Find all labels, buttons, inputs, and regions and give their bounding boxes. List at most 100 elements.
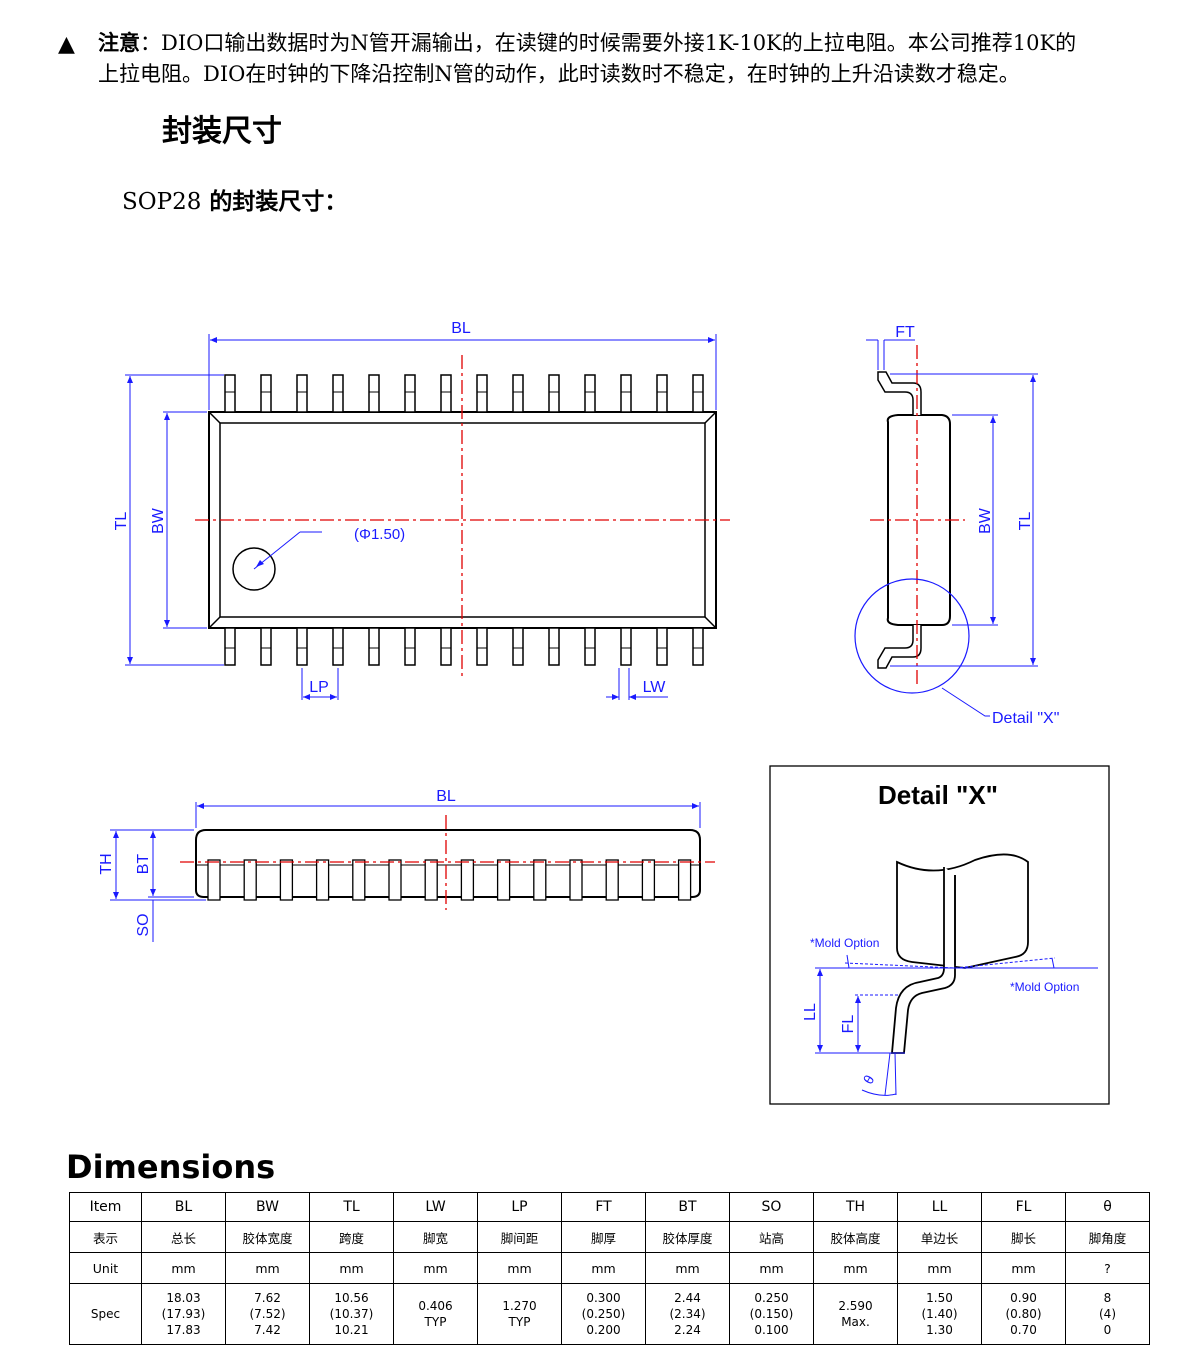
side-lead-bottom — [877, 625, 922, 669]
body-chamfer — [208, 616, 221, 629]
table-cell: mm — [981, 1252, 1066, 1284]
table-cell: ? — [1065, 1252, 1150, 1284]
table-cell: BW — [225, 1192, 310, 1222]
package-subtitle: SOP28 的封装尺寸： — [122, 182, 347, 216]
table-cell: 1.50 (1.40) 1.30 — [897, 1283, 982, 1345]
table-cell: mm — [645, 1252, 730, 1284]
front-lead — [207, 859, 221, 901]
table-cell: 脚长 — [981, 1221, 1066, 1253]
table-cell: 单边长 — [897, 1221, 982, 1253]
table-cell: SO — [729, 1192, 814, 1222]
warning-triangle-icon: ▲ — [58, 32, 75, 57]
pin-top — [368, 374, 380, 413]
detail-x-drawing — [769, 765, 1110, 1105]
arrow-head — [692, 803, 699, 809]
pin-top — [440, 374, 452, 413]
table-cell: 脚间距 — [477, 1221, 562, 1253]
table-cell: mm — [393, 1252, 478, 1284]
detail-lead — [891, 867, 956, 1054]
table-cell: FL — [981, 1192, 1066, 1222]
arrow-head — [164, 413, 170, 420]
front-lead — [496, 859, 511, 901]
table-cell: mm — [141, 1252, 226, 1284]
pin-top — [548, 374, 560, 413]
detail-title: Detail "X" — [878, 780, 998, 810]
row-label-cell: 表示 — [69, 1221, 142, 1253]
theta-arc — [861, 1089, 897, 1096]
detail-circle — [854, 578, 970, 694]
pin-bottom — [404, 627, 416, 666]
table-cell: 8 (4) 0 — [1065, 1283, 1150, 1345]
pin-bottom — [368, 627, 380, 666]
label-lp: LP — [309, 679, 329, 696]
table-cell: 0.90 (0.80) 0.70 — [981, 1283, 1066, 1345]
pin-bottom — [296, 627, 308, 666]
body-chamfer — [704, 616, 717, 629]
pin-top — [260, 374, 272, 413]
table-cell: TH — [813, 1192, 898, 1222]
arrow-head — [855, 1045, 861, 1052]
table-cell: 总长 — [141, 1221, 226, 1253]
pin-bottom — [656, 627, 668, 666]
pin-top — [656, 374, 668, 413]
table-cell: 胶体宽度 — [225, 1221, 310, 1253]
front-lead — [677, 859, 692, 901]
table-cell: LP — [477, 1192, 562, 1222]
pin-top — [584, 374, 596, 413]
detail-frame — [769, 765, 1110, 1105]
table-cell: 2.590 Max. — [813, 1283, 898, 1345]
body-chamfer — [704, 411, 717, 424]
arrow-head — [113, 892, 119, 899]
table-cell: FT — [561, 1192, 646, 1222]
front-lead — [569, 859, 583, 901]
table-cell: 10.56 (10.37) 10.21 — [309, 1283, 394, 1345]
arrow-head — [1030, 658, 1036, 665]
front-lead — [533, 859, 547, 901]
arrow-head — [990, 416, 996, 423]
arrow-head — [127, 376, 133, 383]
table-cell: 1.270 TYP — [477, 1283, 562, 1345]
arrow-head — [210, 337, 217, 343]
pin-top — [620, 374, 632, 413]
detail-leader — [941, 687, 990, 717]
top-view-drawing — [125, 334, 730, 700]
body-chamfer — [208, 411, 221, 424]
label-theta: θ — [860, 1072, 878, 1087]
table-cell: 站高 — [729, 1221, 814, 1253]
note-line-1: 注意：DIO口输出数据时为N管开漏输出，在读键的时候需要外接1K-10K的上拉电… — [98, 28, 1076, 59]
label-ft: FT — [895, 324, 915, 341]
pin-bottom — [548, 627, 560, 666]
arrow-head — [113, 831, 119, 838]
table-cell: 7.62 (7.52) 7.42 — [225, 1283, 310, 1345]
front-lead — [279, 859, 294, 901]
label-detail-ref: Detail "X" — [992, 710, 1059, 727]
label-bl-front: BL — [436, 788, 456, 805]
package-drawings: BL TL BW (Φ1.50) LP LW FT BW TL Detail "… — [98, 320, 1110, 1105]
table-cell: mm — [225, 1252, 310, 1284]
arrow-head — [164, 620, 170, 627]
front-view-drawing — [110, 802, 715, 942]
arrow-head — [256, 560, 264, 567]
arrow-head — [817, 969, 823, 976]
table-chinese-row: 表示总长胶体宽度跨度脚宽脚间距脚厚胶体厚度站高胶体高度单边长脚长脚角度 — [69, 1221, 1150, 1253]
front-lead — [243, 859, 257, 901]
label-tl-side: TL — [1017, 512, 1034, 531]
pin-top — [296, 374, 308, 413]
pin-bottom — [692, 627, 704, 666]
table-cell: 0.406 TYP — [393, 1283, 478, 1345]
label-th: TH — [98, 853, 115, 874]
front-lead — [641, 859, 656, 901]
package-subtitle-text: 的封装尺寸： — [201, 189, 348, 215]
pin-top — [476, 374, 488, 413]
detail-body — [896, 853, 1029, 969]
table-cell: mm — [477, 1252, 562, 1284]
side-lead-top — [877, 371, 922, 415]
table-cell: mm — [561, 1252, 646, 1284]
theta-line — [894, 1052, 897, 1096]
label-bw-side: BW — [977, 507, 994, 534]
label-fl: FL — [840, 1015, 857, 1034]
label-pin1-mark: (Φ1.50) — [354, 526, 405, 543]
label-bt: BT — [135, 854, 152, 875]
note-line-2: 上拉电阻。DIO在时钟的下降沿控制N管的动作，此时读数时不稳定，在时钟的上升沿读… — [98, 62, 1020, 86]
